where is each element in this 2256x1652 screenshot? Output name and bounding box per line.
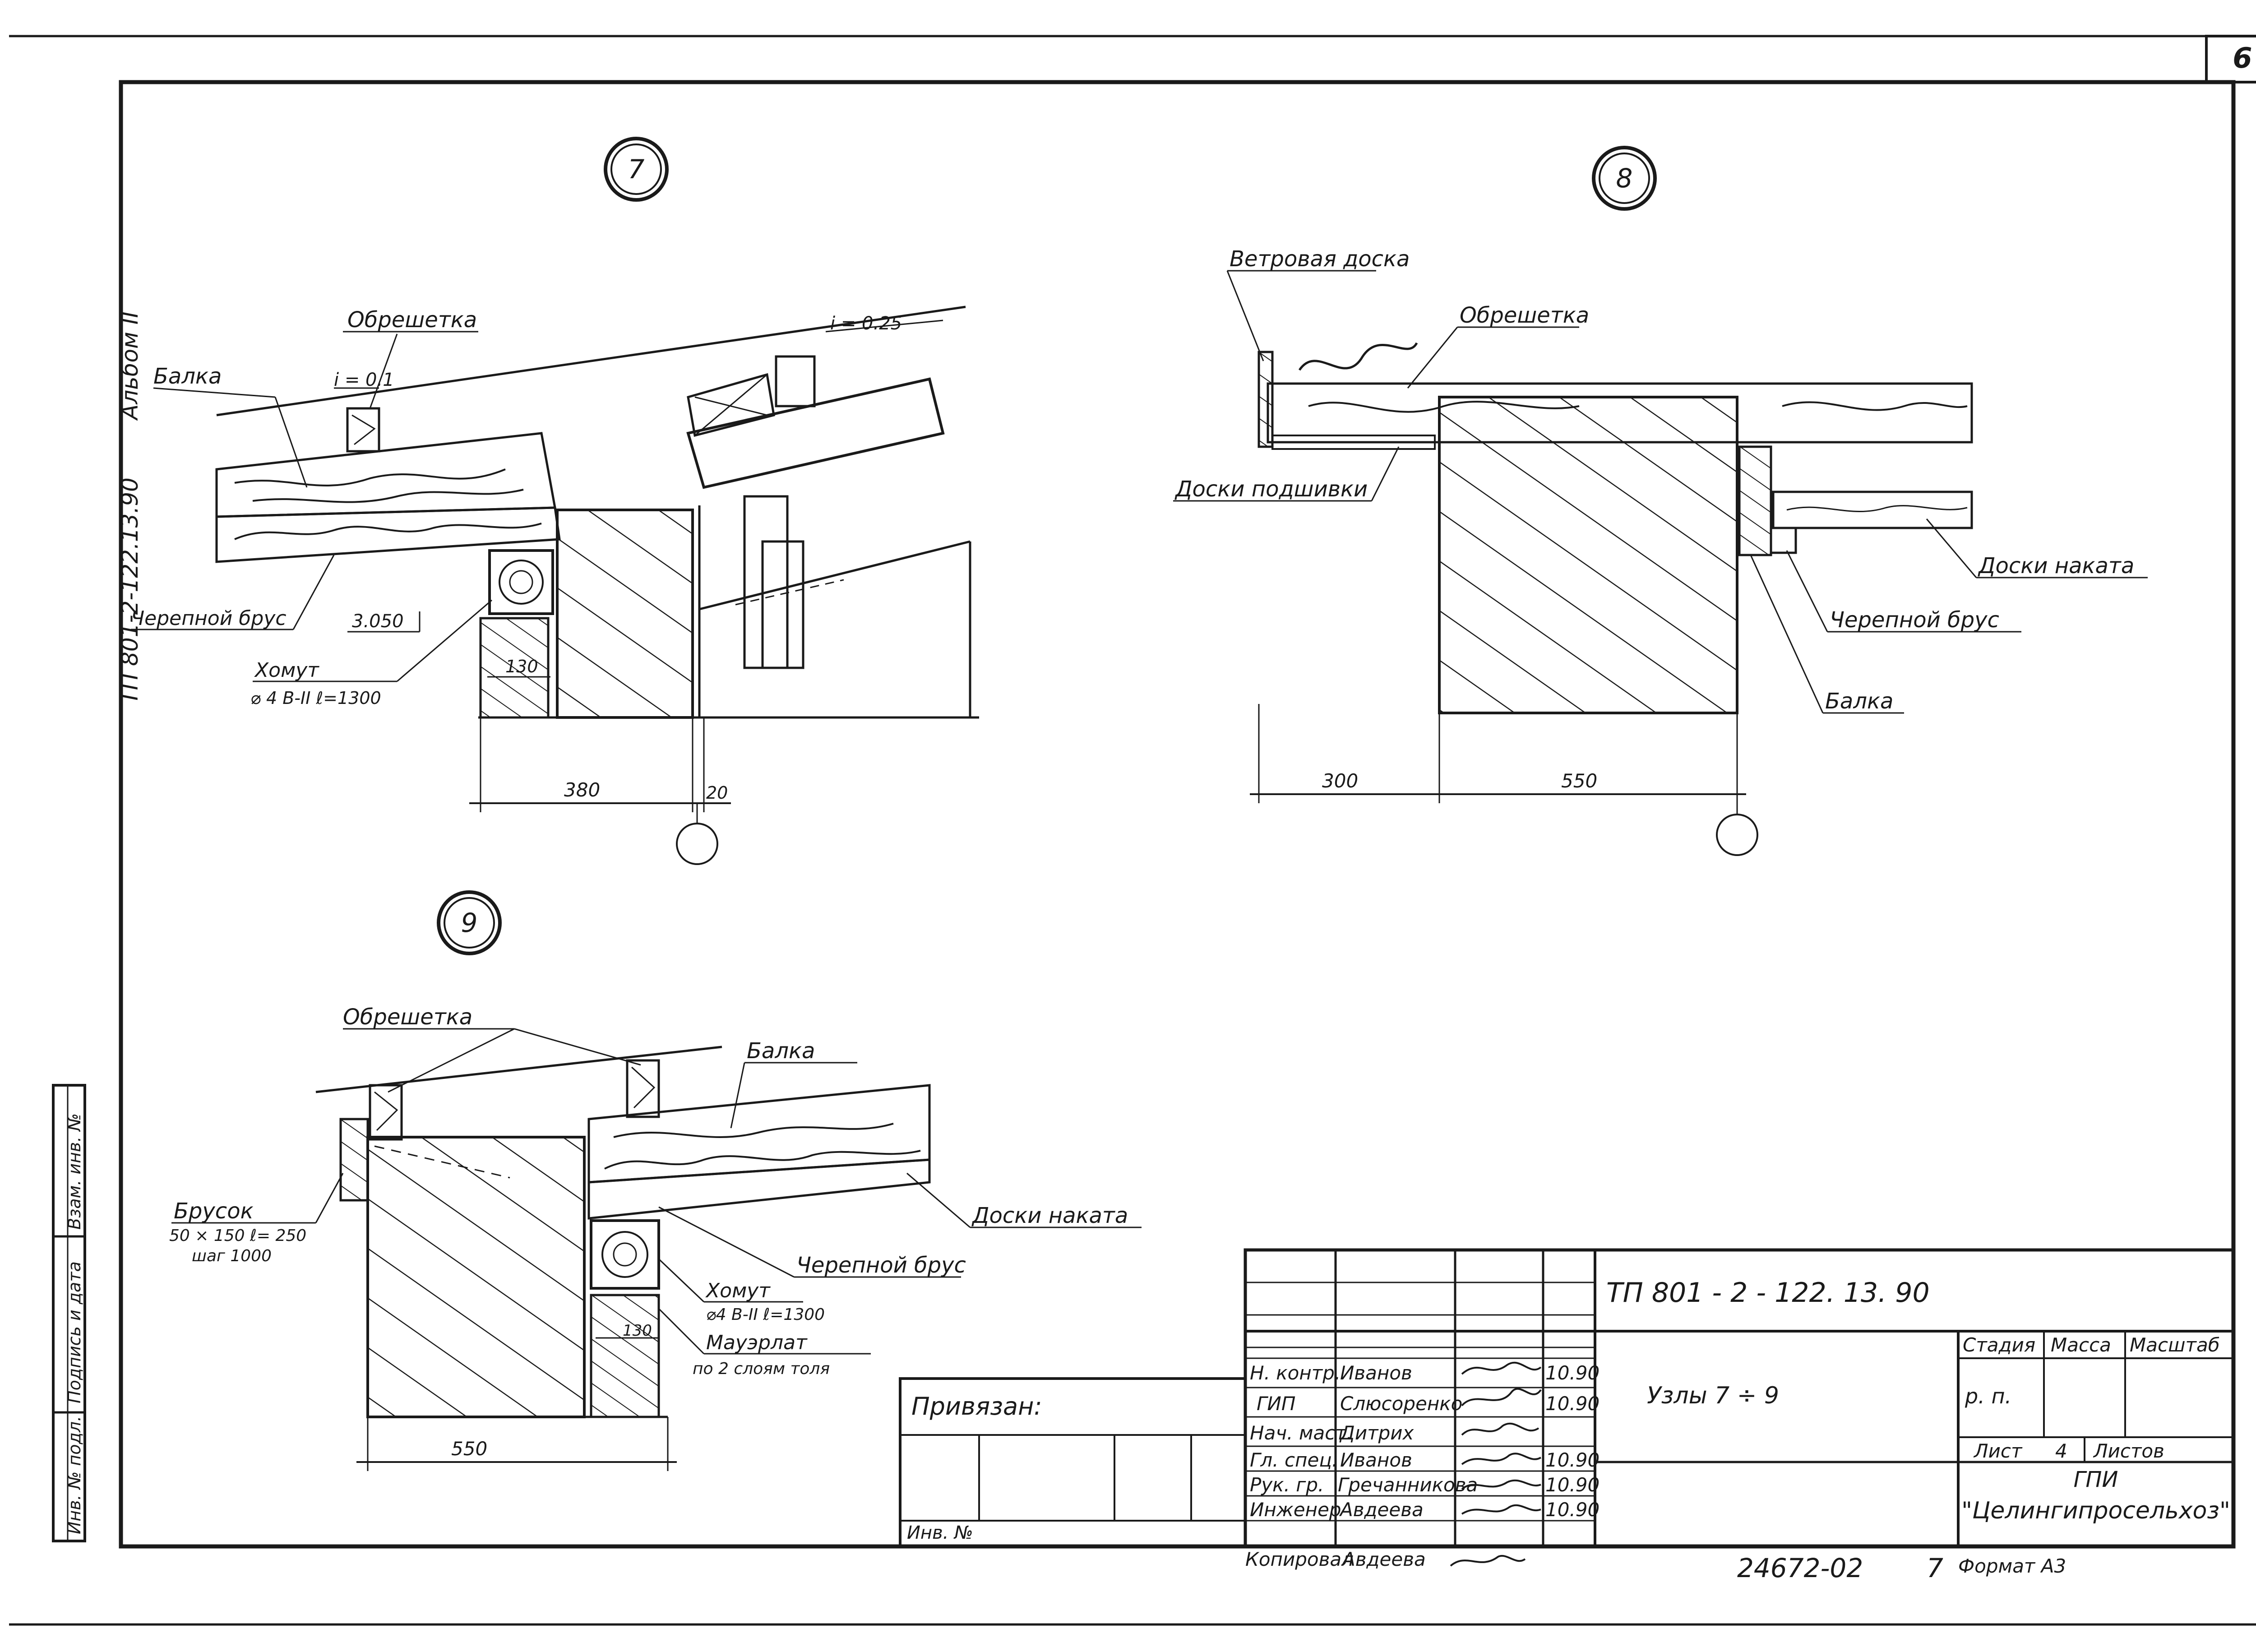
node-9-marker: 9 (461, 907, 478, 938)
side-stamp-inv: Инв. № подл. (65, 1416, 84, 1534)
sig-date-0: 10.90 (1545, 1362, 1600, 1384)
title-scale-header: Масштаб (2130, 1334, 2220, 1356)
sig-date-4: 10.90 (1545, 1474, 1600, 1496)
node-7-elevation: 3.050 (352, 611, 404, 632)
title-block-grid (899, 1248, 2235, 1548)
node-9-clamp-label: Хомут (705, 1279, 771, 1302)
side-stamp (52, 1084, 86, 1542)
sig-role-3: Гл. спец. (1250, 1449, 1338, 1471)
node-8-marker: 8 (1616, 163, 1633, 194)
node-9-skull-bar-label: Черепной брус (796, 1253, 966, 1278)
node-9-deck-boards-label: Доски наката (971, 1203, 1128, 1228)
title-org-line1: ГПИ (2074, 1467, 2118, 1492)
node-7-dim-20: 20 (706, 783, 728, 803)
node-9-block-label: Брусок (174, 1199, 254, 1224)
title-sheet-title: Узлы 7 ÷ 9 (1647, 1382, 1779, 1409)
sig-name-2: Дитрих (1339, 1422, 1415, 1444)
node-9-dim-550: 550 (451, 1438, 487, 1460)
node-7-clamp-label: Хомут (254, 659, 319, 682)
title-org-line2: "Целингипросельхоз" (1961, 1497, 2230, 1524)
inventory-number: 24672-02 (1737, 1553, 1863, 1583)
sig-name-0: Иванов (1340, 1362, 1412, 1384)
node-7-skull-bar-label: Черепной брус (131, 607, 287, 630)
node-8-wind-board-label: Ветровая доска (1230, 246, 1410, 272)
node-9-lathing-label: Обрешетка (343, 1004, 472, 1030)
side-stamp-sign: Подпись и дата (65, 1261, 84, 1403)
node-9-drawing (171, 890, 1142, 1471)
copied-name: Авдеева (1341, 1548, 1426, 1570)
node-8-soffit-label: Доски подшивки (1174, 477, 1368, 502)
copied-role: Копировал (1245, 1548, 1354, 1570)
sig-date-1: 10.90 (1545, 1393, 1600, 1415)
vertical-doc-code: ТП 801-2-122.13.90 (117, 477, 143, 704)
sig-role-5: Инженер (1250, 1499, 1341, 1521)
side-stamp-replace: Взам. инв. № (65, 1113, 84, 1230)
sig-name-3: Иванов (1340, 1449, 1412, 1471)
sig-date-5: 10.90 (1545, 1499, 1600, 1521)
vertical-album-label: Альбом II (117, 311, 143, 421)
node-7-beam-label: Балка (153, 364, 222, 389)
sig-role-2: Нач. маст. (1250, 1422, 1352, 1444)
node-7-slope-right: i = 0.25 (830, 313, 902, 334)
node-9-block-spec2: шаг 1000 (192, 1247, 272, 1265)
node-9-beam-label: Балка (747, 1038, 815, 1064)
inventory-suffix: 7 (1927, 1553, 1943, 1583)
node-8-skull-bar-label: Черепной брус (1830, 607, 1999, 633)
sig-name-5: Авдеева (1339, 1499, 1424, 1521)
node-7-slope-left: i = 0.1 (334, 370, 394, 390)
title-stage-header: Стадия (1963, 1334, 2035, 1356)
node-8-deck-boards-label: Доски наката (1978, 553, 2134, 578)
sig-role-0: Н. контр. (1250, 1362, 1341, 1384)
node-8-dim-550: 550 (1561, 770, 1597, 792)
sig-role-4: Рук. гр. (1250, 1474, 1324, 1496)
node-7-marker: 7 (628, 154, 645, 185)
node-9-dim-130: 130 (623, 1322, 652, 1340)
node-9-mauerlat-label: Мауэрлат (706, 1331, 808, 1354)
title-mass-header: Масса (2051, 1334, 2111, 1356)
sig-date-3: 10.90 (1545, 1449, 1600, 1471)
node-9-clamp-spec: ⌀4 В-II ℓ=1300 (706, 1305, 825, 1324)
node-7-clamp-spec: ⌀ 4 В-II ℓ=1300 (250, 688, 381, 708)
node-7-lathing-label: Обрешетка (347, 307, 477, 333)
page-number: 6 (2233, 42, 2252, 74)
sig-role-1: ГИП (1257, 1393, 1295, 1415)
node-8-dim-300: 300 (1322, 770, 1358, 792)
title-sheet-value: 4 (2055, 1440, 2067, 1462)
sheet-frame (9, 35, 2256, 1626)
handwritten-signatures (1450, 1361, 1542, 1567)
sig-name-1: Слюсоренко (1340, 1393, 1462, 1415)
node-7-dim-380: 380 (564, 779, 600, 801)
title-doc-code: ТП 801 - 2 - 122. 13. 90 (1606, 1277, 1930, 1309)
title-tied-label: Привязан: (911, 1392, 1042, 1421)
title-sheet-label: Лист (1973, 1440, 2023, 1462)
node-7-dim-130: 130 (505, 657, 538, 676)
node-8-lathing-label: Обрешетка (1460, 303, 1589, 328)
node-9-block-spec1: 50 × 150 ℓ= 250 (169, 1226, 306, 1245)
format-label: Формат А3 (1958, 1555, 2066, 1577)
node-9-mauerlat-spec: по 2 слоям толя (693, 1360, 830, 1378)
title-inv-label: Инв. № (907, 1522, 973, 1543)
title-stage-value: р. п. (1965, 1384, 2011, 1408)
sig-name-4: Гречанникова (1338, 1474, 1478, 1496)
node-8-beam-label: Балка (1825, 689, 1893, 714)
node-7-drawing (131, 137, 979, 865)
node-8-drawing (1173, 146, 2148, 856)
title-sheets-label: Листов (2093, 1440, 2164, 1462)
